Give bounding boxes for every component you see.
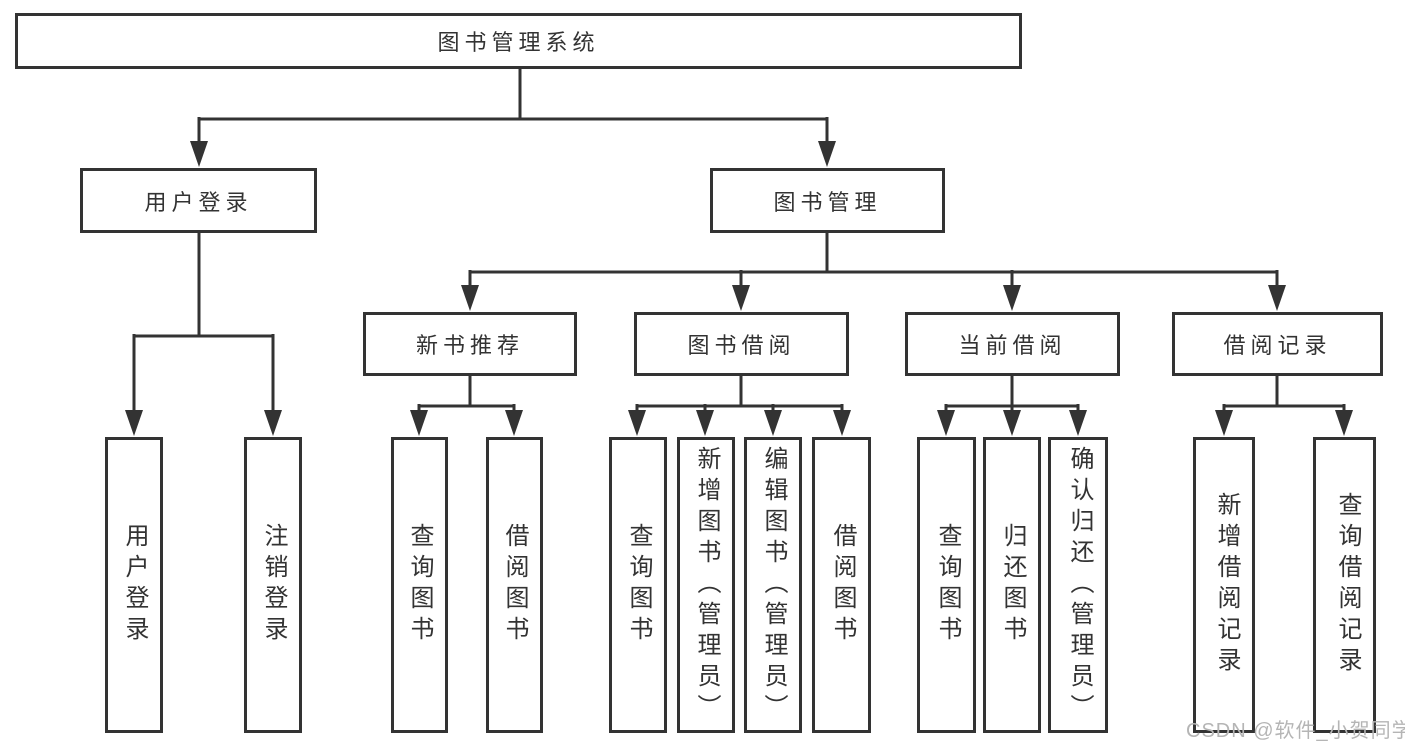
arrowhead-icon xyxy=(190,141,208,167)
csdn-watermark: CSDN @软件_小贺同学 xyxy=(1186,720,1405,742)
leaf-query-books: 查询图书 xyxy=(917,437,976,733)
arrowhead-icon xyxy=(833,410,851,436)
arrowhead-icon xyxy=(732,285,750,311)
arrowhead-icon xyxy=(1003,410,1021,436)
connector-root-split xyxy=(190,69,836,167)
arrowhead-icon xyxy=(125,410,143,436)
connector-records-split xyxy=(1215,376,1353,436)
arrowhead-icon xyxy=(1003,285,1021,311)
leaf-logout: 注销登录 xyxy=(244,437,302,733)
node-borrowing-records: 借阅记录 xyxy=(1172,312,1383,376)
connector-newbook-split xyxy=(410,376,523,436)
arrowhead-icon xyxy=(461,285,479,311)
node-book-management: 图书管理 xyxy=(710,168,945,233)
leaf-add-books-admin: 新增图书（管理员） xyxy=(677,437,735,733)
leaf-user-login: 用户登录 xyxy=(105,437,163,733)
node-new-book-recommendation: 新书推荐 xyxy=(363,312,577,376)
leaf-borrow-books: 借阅图书 xyxy=(812,437,871,733)
arrowhead-icon xyxy=(818,141,836,167)
arrowhead-icon xyxy=(264,410,282,436)
arrowhead-icon xyxy=(1215,410,1233,436)
arrowhead-icon xyxy=(1335,410,1353,436)
arrowhead-icon xyxy=(696,410,714,436)
leaf-add-borrow-record: 新增借阅记录 xyxy=(1193,437,1255,733)
connector-bookmgmt-split xyxy=(461,233,1286,311)
arrowhead-icon xyxy=(628,410,646,436)
leaf-edit-books-admin: 编辑图书（管理员） xyxy=(744,437,802,733)
connector-borrow-split xyxy=(628,376,851,436)
arrowhead-icon xyxy=(505,410,523,436)
arrowhead-icon xyxy=(937,410,955,436)
leaf-borrow-books: 借阅图书 xyxy=(486,437,543,733)
leaf-return-books: 归还图书 xyxy=(983,437,1041,733)
node-user-login: 用户登录 xyxy=(80,168,317,233)
connector-login-split xyxy=(125,233,282,436)
leaf-query-borrow-record: 查询借阅记录 xyxy=(1313,437,1376,733)
leaf-confirm-return-admin: 确认归还（管理员） xyxy=(1048,437,1108,733)
arrowhead-icon xyxy=(1069,410,1087,436)
leaf-query-books: 查询图书 xyxy=(609,437,667,733)
arrowhead-icon xyxy=(410,410,428,436)
node-book-borrowing: 图书借阅 xyxy=(634,312,849,376)
arrowhead-icon xyxy=(764,410,782,436)
arrowhead-icon xyxy=(1268,285,1286,311)
node-current-borrowing: 当前借阅 xyxy=(905,312,1120,376)
node-library-system-root: 图书管理系统 xyxy=(15,13,1022,69)
leaf-query-books: 查询图书 xyxy=(391,437,448,733)
connector-current-split xyxy=(937,376,1087,436)
